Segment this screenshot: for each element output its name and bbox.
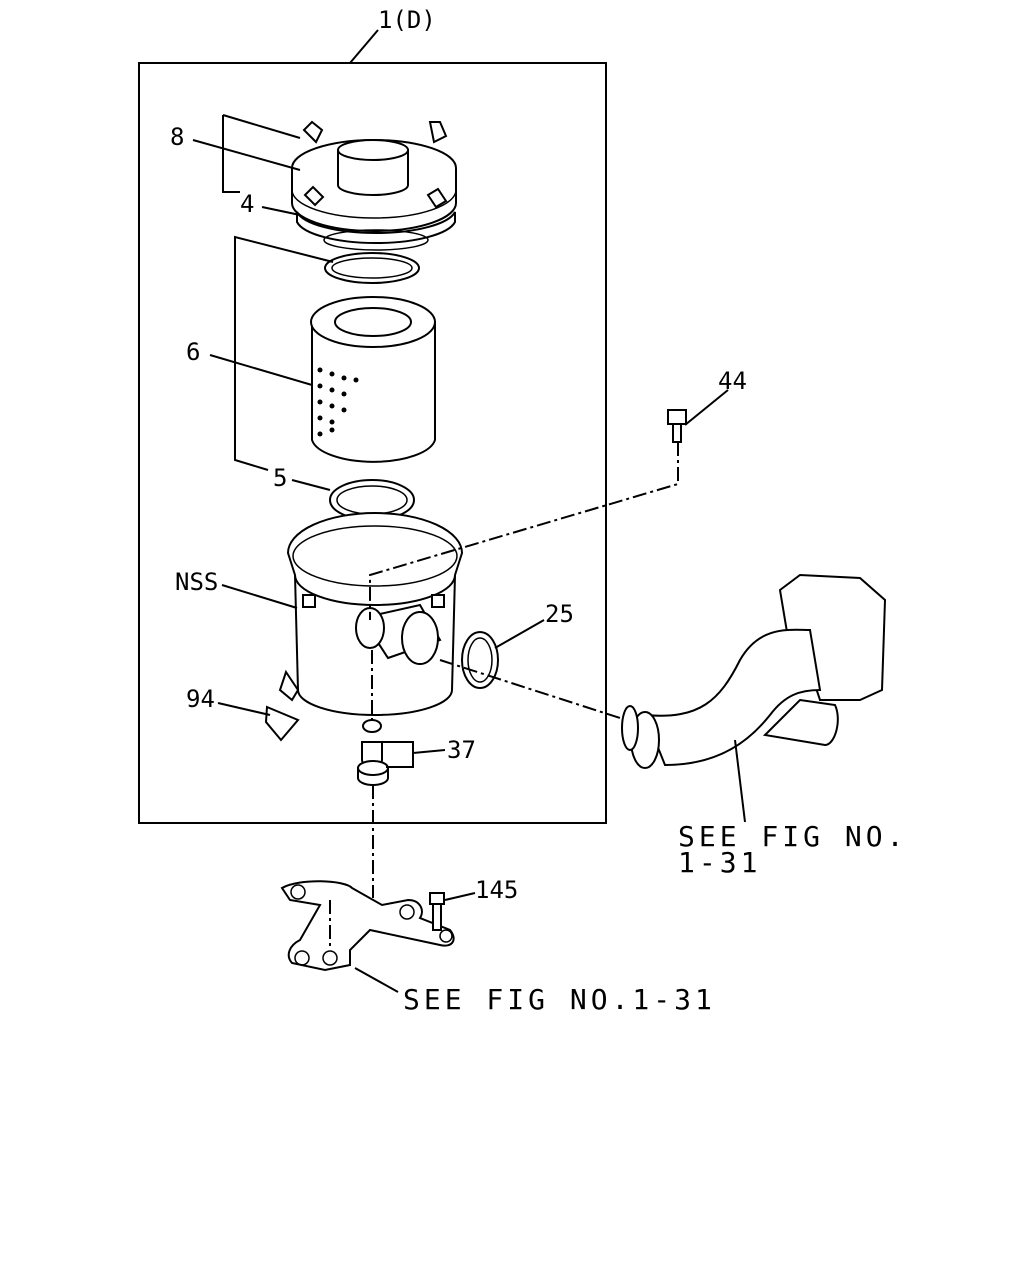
bolt-44 [667,409,687,443]
label-housing: NSS [175,568,218,596]
label-seal: 5 [273,464,287,492]
evacuator-valve [264,705,300,742]
air-cleaner-housing [278,512,464,716]
label-valve: 94 [186,685,215,713]
duct-reference-line2: 1-31 [678,846,761,879]
duct-reference-line1: SEE FIG NO. [678,820,907,853]
air-cleaner-cover [291,120,457,232]
label-clamp: 4 [240,190,254,218]
bracket-reference: SEE FIG NO.1-31 [403,983,716,1016]
label-band: 25 [545,600,574,628]
label-mount: 37 [447,736,476,764]
mounting-bracket [280,880,455,972]
clamp-ring [296,211,456,245]
filter-element [310,296,436,463]
label-assembly: 1(D) [378,6,436,34]
label-bolt-top: 44 [718,367,747,395]
label-element: 6 [186,338,200,366]
intake-duct [621,573,887,769]
label-cover: 8 [170,123,184,151]
label-bolt-bracket: 145 [475,876,518,904]
